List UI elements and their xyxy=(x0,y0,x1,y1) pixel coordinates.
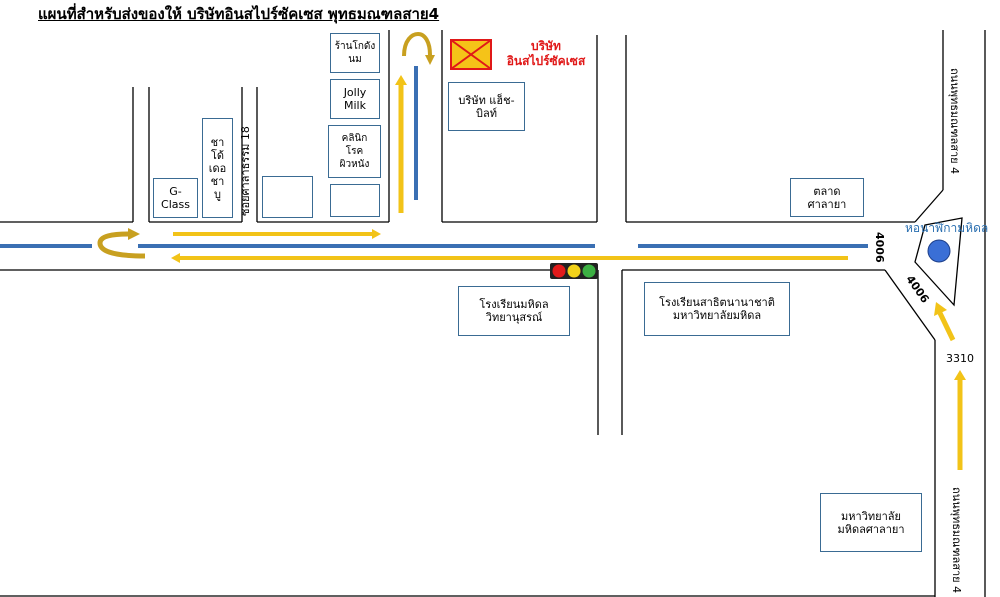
road-p4-top-label: ถนนพุทธมณฑลสาย 4 xyxy=(948,68,961,175)
university-box: มหาวิทยาลัย มหิดลศาลายา xyxy=(820,493,922,552)
empty-building-2 xyxy=(330,184,380,217)
target-company-label: บริษัท อินสไปร์ซัคเซส xyxy=(506,39,586,68)
hch-company-label: บริษัท แฮ็ช- บิลท์ xyxy=(458,93,515,120)
jolly-milk-label: Jolly Milk xyxy=(343,86,367,112)
soi-label: ซอยศาลาธรรม 18 xyxy=(239,126,252,216)
milk-shop-label: ร้านโกดัง นม xyxy=(334,41,376,65)
uturn-top-head xyxy=(425,55,435,65)
market-label: ตลาด ศาลายา xyxy=(807,184,847,211)
skin-clinic-box: คลินิก โรค ผิวหนัง xyxy=(328,125,381,178)
demo-school-box: โรงเรียนสาธิตนานาชาติ มหาวิทยาลัยมหิดล xyxy=(644,282,790,336)
road-center-lines xyxy=(0,66,868,248)
map-title: แผนที่สำหรับส่งของให้ บริษัทอินสไปร์ซัคเ… xyxy=(38,5,440,23)
hch-company-box: บริษัท แฮ็ช- บิลท์ xyxy=(448,82,525,131)
empty-building-1 xyxy=(262,176,313,218)
jolly-milk-box: Jolly Milk xyxy=(330,79,380,119)
university-label: มหาวิทยาลัย มหิดลศาลายา xyxy=(837,509,905,536)
mahidol-school-box: โรงเรียนมหิดล วิทยานุสรณ์ xyxy=(458,286,570,336)
skin-clinic-label: คลินิก โรค ผิวหนัง xyxy=(339,133,370,170)
road-edges xyxy=(0,30,986,597)
yellow-light xyxy=(567,264,581,278)
road-3310-label: 3310 xyxy=(946,352,974,365)
demo-school-label: โรงเรียนสาธิตนานาชาติ มหาวิทยาลัยมหิดล xyxy=(659,296,775,322)
green-light xyxy=(582,264,596,278)
market-box: ตลาด ศาลายา xyxy=(790,178,864,217)
uturn-left xyxy=(97,231,146,259)
road-p4-bottom-label: ถนนพุทธมณฑลสาย 4 xyxy=(950,487,963,594)
clock-tower-circle xyxy=(927,239,951,263)
cha-dee-label: ชา โด้ เดอ ชา บู xyxy=(208,135,227,201)
uturn-top xyxy=(402,31,432,57)
cha-dee-box: ชา โด้ เดอ ชา บู xyxy=(202,118,233,218)
road-4006-label-a: 4006 xyxy=(873,232,886,263)
milk-shop-box: ร้านโกดัง นม xyxy=(330,33,380,73)
clock-tower-label: หอนาฬิกามหิดล xyxy=(905,221,989,235)
route-arrows xyxy=(171,75,966,470)
red-light xyxy=(552,264,566,278)
g-class-label: G-Class xyxy=(161,185,190,211)
mahidol-school-label: โรงเรียนมหิดล วิทยานุสรณ์ xyxy=(479,298,549,324)
uturn-left-head xyxy=(128,228,140,240)
g-class-box: G-Class xyxy=(153,178,198,218)
